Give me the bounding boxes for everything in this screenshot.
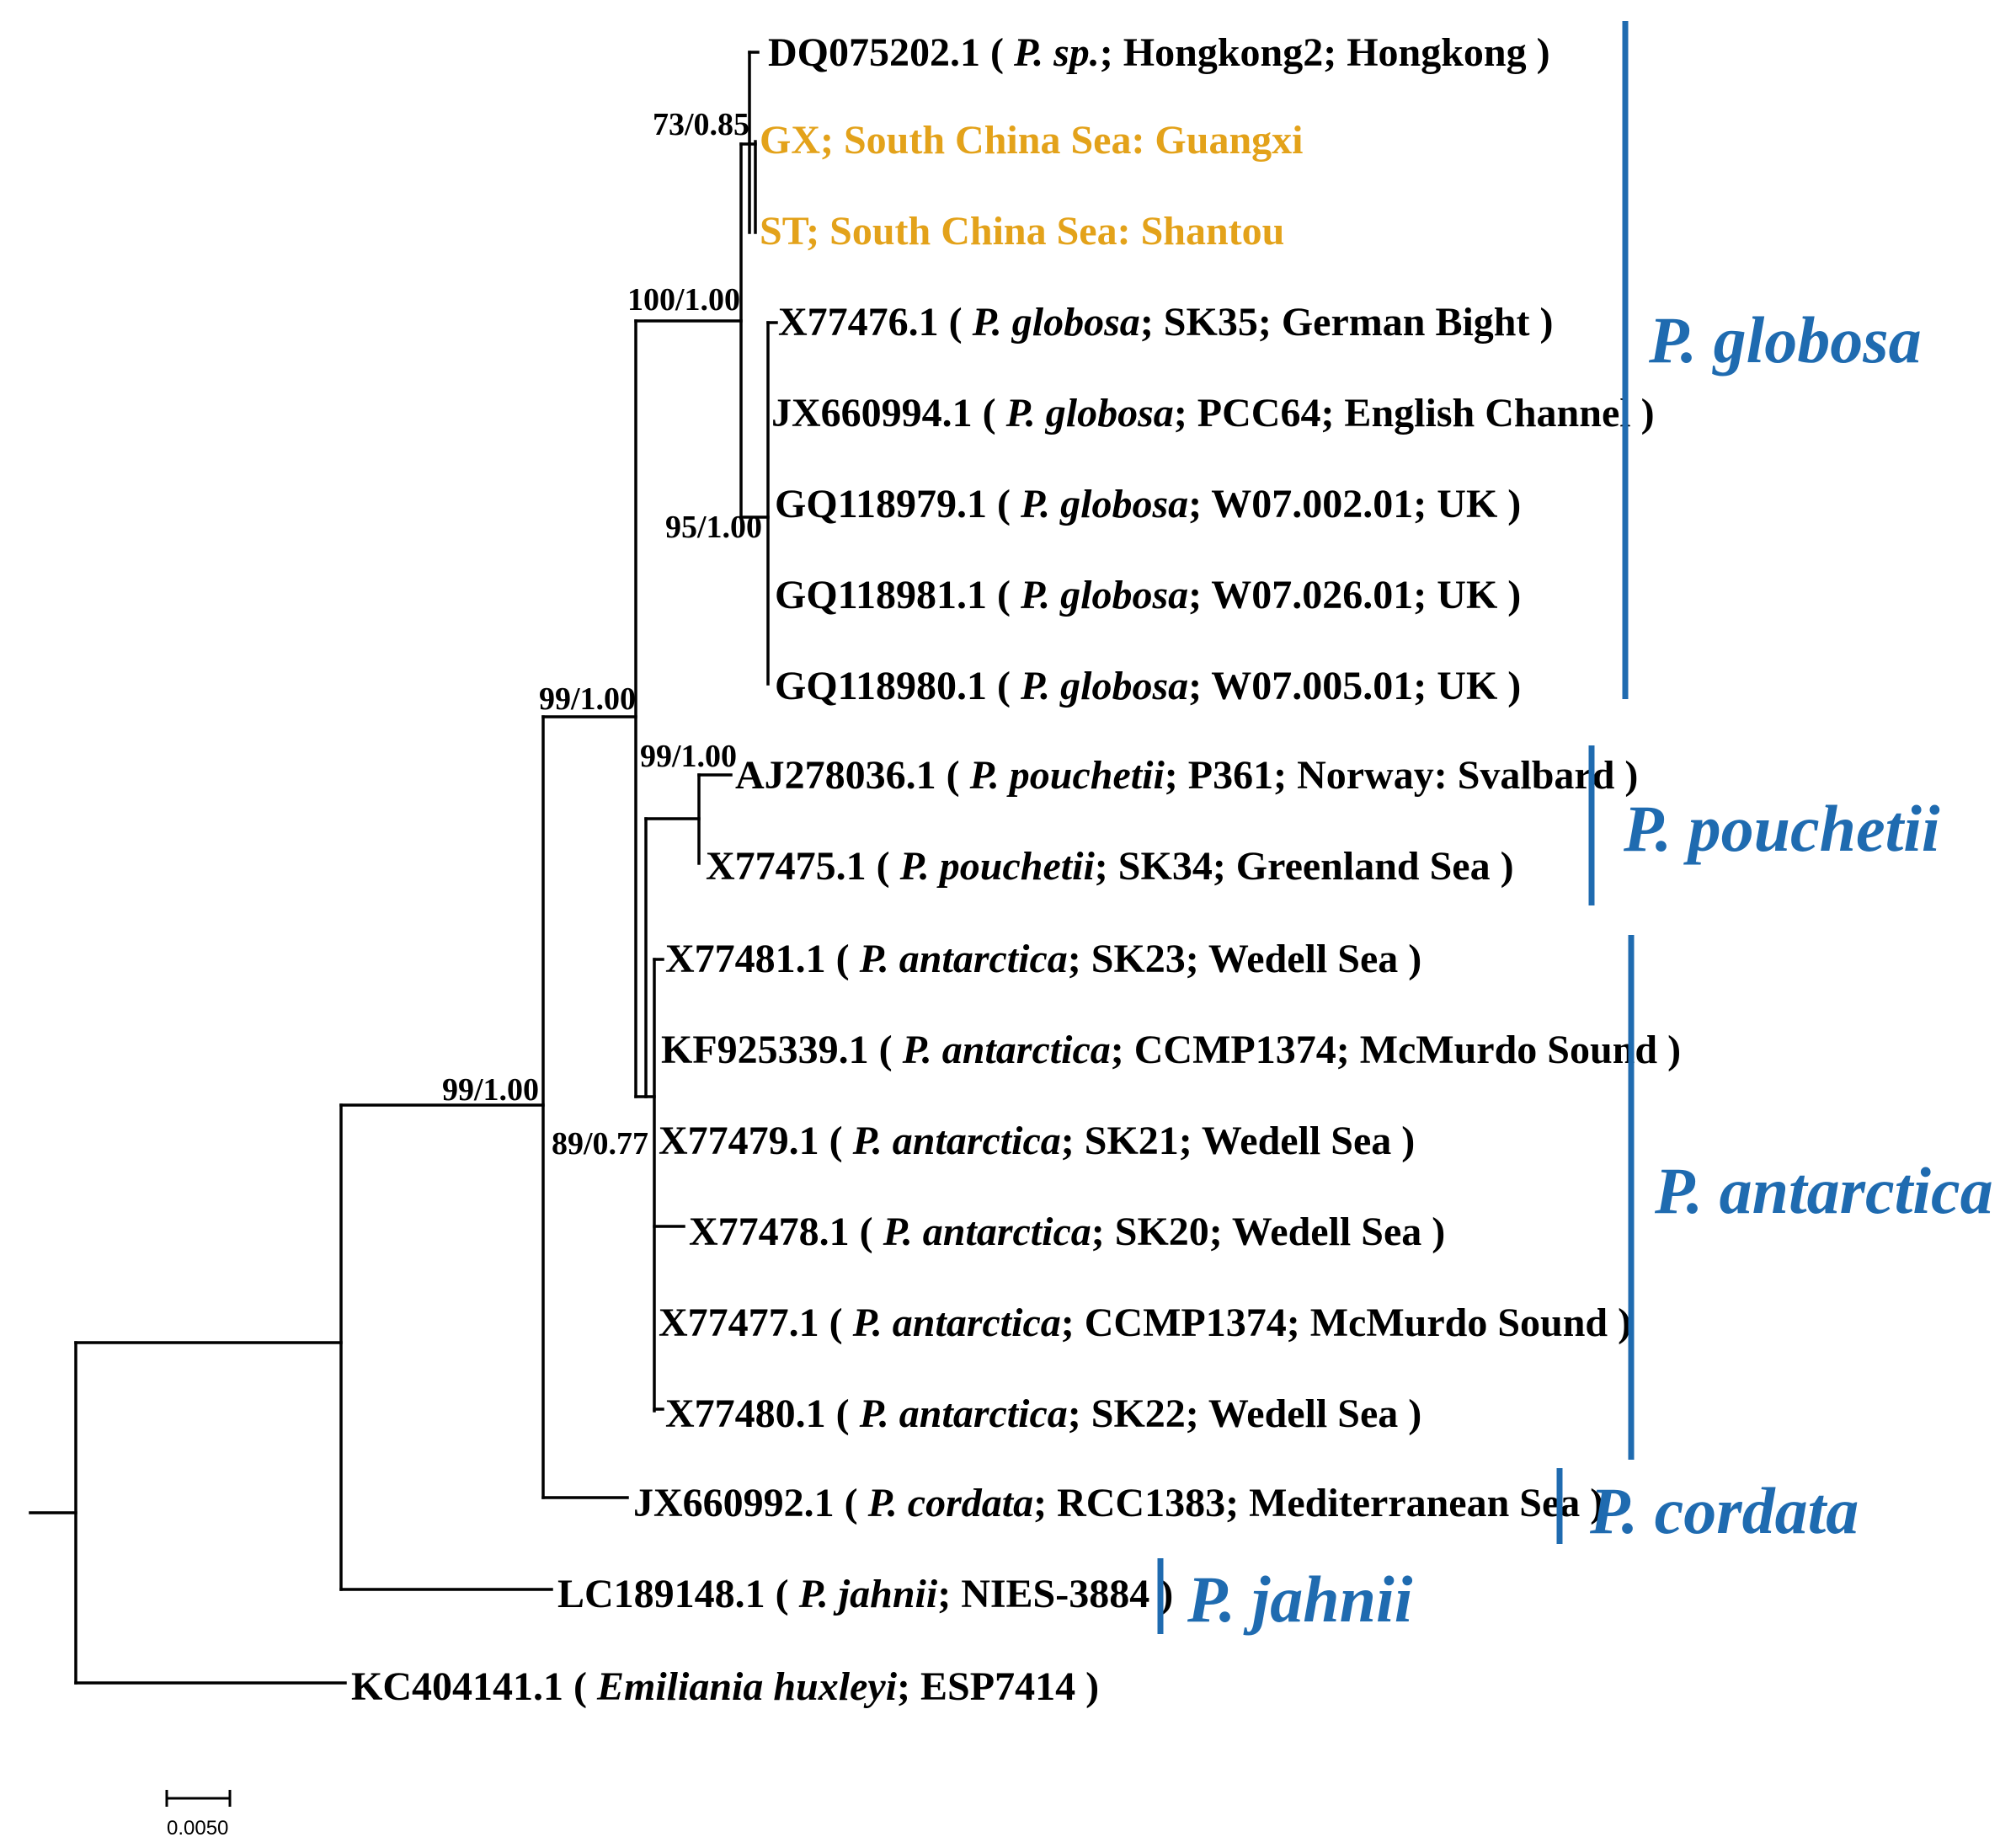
clade-annotations: P. globosa P. pouchetii P. antarctica P.… xyxy=(1157,21,1993,1636)
support-value: 95/1.00 xyxy=(665,510,762,545)
clade-label-globosa: P. globosa xyxy=(1648,303,1922,377)
leaf-label: JX660994.1 ( P. globosa; PCC64; English … xyxy=(771,391,1655,435)
leaf-label-highlight: ST; South China Sea: Shantou xyxy=(760,209,1284,254)
leaf-label: LC189148.1 ( P. jahnii; NIES-3884 ) xyxy=(557,1572,1173,1616)
scale-bar-label: 0.0050 xyxy=(167,1817,228,1840)
leaf-label: KC404141.1 ( Emiliania huxleyi; ESP7414 … xyxy=(351,1664,1099,1709)
leaf-label: X77481.1 ( P. antarctica; SK23; Wedell S… xyxy=(665,937,1421,981)
support-values: 73/0.85 100/1.00 95/1.00 99/1.00 99/1.00… xyxy=(442,107,762,1162)
support-value: 99/1.00 xyxy=(640,739,737,774)
clade-label-cordata: P. cordata xyxy=(1589,1474,1859,1547)
leaf-label: X77476.1 ( P. globosa; SK35; German Bigh… xyxy=(778,300,1553,344)
leaf-label: GQ118980.1 ( P. globosa; W07.005.01; UK … xyxy=(775,664,1521,708)
leaf-label: AJ278036.1 ( P. pouchetii; P361; Norway:… xyxy=(735,753,1638,798)
leaf-label: GQ118979.1 ( P. globosa; W07.002.01; UK … xyxy=(775,482,1521,526)
clade-label-antarctica: P. antarctica xyxy=(1654,1154,1993,1227)
support-value: 100/1.00 xyxy=(627,282,740,318)
leaf-label-highlight: GX; South China Sea: Guangxi xyxy=(760,118,1304,163)
leaf-label: X77478.1 ( P. antarctica; SK20; Wedell S… xyxy=(689,1210,1445,1254)
leaf-label: X77475.1 ( P. pouchetii; SK34; Greenland… xyxy=(706,844,1514,889)
support-value: 73/0.85 xyxy=(653,107,749,142)
support-value: 89/0.77 xyxy=(552,1126,648,1162)
leaf-label: JX660992.1 ( P. cordata; RCC1383; Medite… xyxy=(633,1481,1603,1525)
leaf-label: GQ118981.1 ( P. globosa; W07.026.01; UK … xyxy=(775,573,1521,617)
leaf-labels: DQ075202.1 ( P. sp.; Hongkong2; Hongkong… xyxy=(351,30,1681,1709)
leaf-label: X77477.1 ( P. antarctica; CCMP1374; McMu… xyxy=(659,1301,1631,1345)
tree-branches xyxy=(29,51,778,1685)
clade-label-pouchetii: P. pouchetii xyxy=(1623,792,1940,865)
scale-bar: 0.0050 xyxy=(165,1790,232,1840)
leaf-label: X77479.1 ( P. antarctica; SK21; Wedell S… xyxy=(659,1119,1415,1163)
support-value: 99/1.00 xyxy=(539,681,636,717)
leaf-label: DQ075202.1 ( P. sp.; Hongkong2; Hongkong… xyxy=(768,30,1550,75)
leaf-label: KF925339.1 ( P. antarctica; CCMP1374; Mc… xyxy=(661,1028,1681,1072)
support-value: 99/1.00 xyxy=(442,1072,539,1108)
clade-label-jahnii: P. jahnii xyxy=(1187,1562,1413,1636)
leaf-label: X77480.1 ( P. antarctica; SK22; Wedell S… xyxy=(665,1391,1421,1436)
